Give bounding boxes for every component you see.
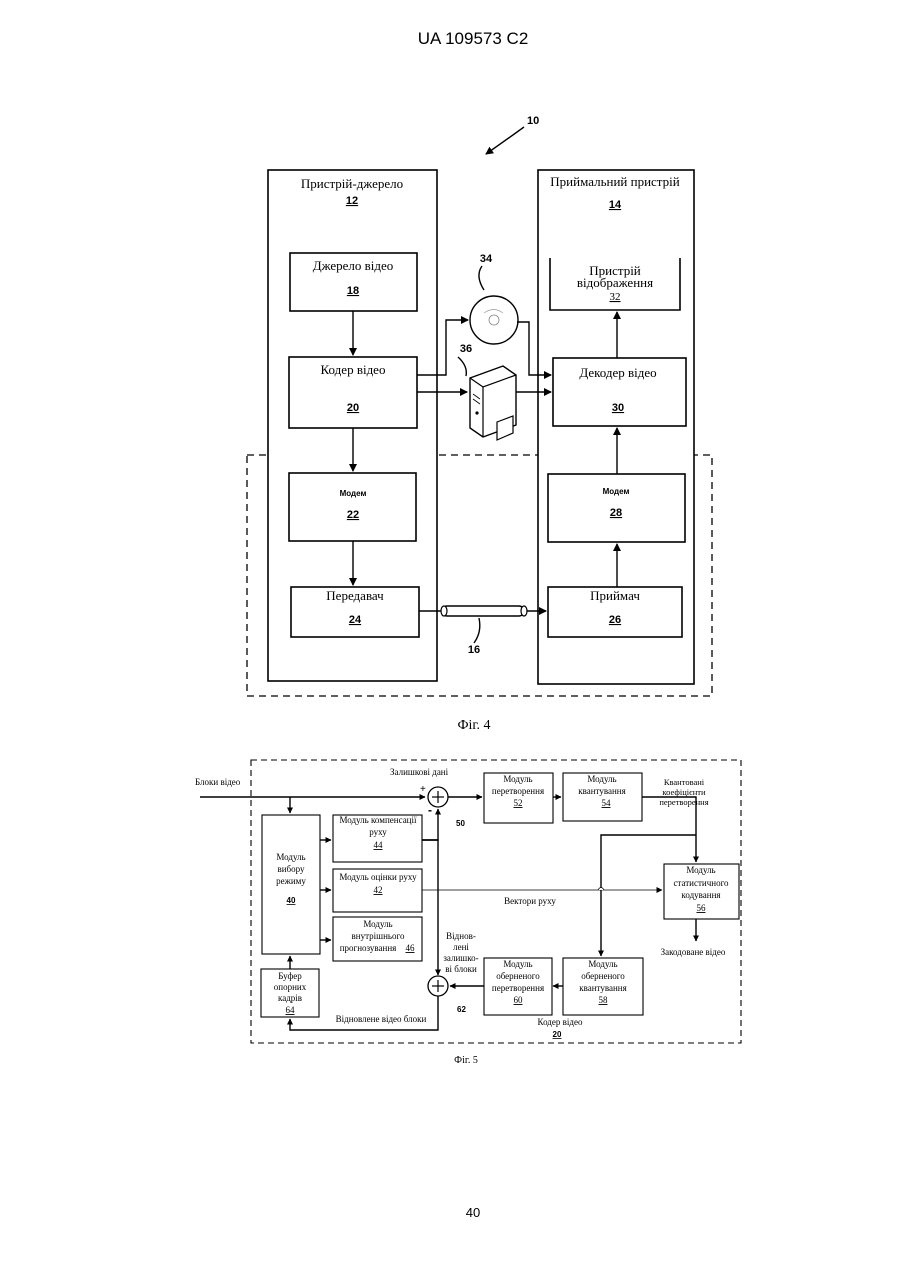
file-server-leader <box>458 357 466 376</box>
transform-label-line1: Модуль <box>503 774 532 784</box>
video-encoder-num: 20 <box>347 402 359 414</box>
inv-quant-line2: оберненого <box>581 971 625 981</box>
encoder-label: Кодер відео <box>538 1017 583 1027</box>
ref-10-label: 10 <box>527 115 539 127</box>
inv-quant-line1: Модуль <box>588 959 617 969</box>
motion-est-num: 42 <box>374 885 383 895</box>
transmitter-label: Передавач <box>326 588 384 603</box>
entropy-line1: Модуль <box>686 865 715 875</box>
motion-est-line1: Модуль оцінки руху <box>339 872 417 882</box>
recon-residual-line3: залишко- <box>443 953 478 963</box>
inv-transform-line3: перетворення <box>492 983 544 993</box>
recon-residual-line4: ві блоки <box>445 964 477 974</box>
quant-coeff-line3: перетворення <box>659 797 708 807</box>
inv-transform-line1: Модуль <box>503 959 532 969</box>
channel-leader <box>474 618 480 643</box>
entropy-num: 56 <box>697 903 707 913</box>
inv-transform-num: 60 <box>514 995 524 1005</box>
recon-residual-line1: Віднов- <box>446 931 476 941</box>
video-source-num: 18 <box>347 285 359 297</box>
mode-select-line2: вибору <box>277 864 305 874</box>
motion-comp-line1: Модуль компенсації <box>339 815 417 825</box>
mode-select-line1: Модуль <box>276 852 305 862</box>
modem-tx-label: Модем <box>340 489 367 498</box>
ref-buffer-num: 64 <box>286 1005 296 1015</box>
quant-label-line1: Модуль <box>587 774 616 784</box>
channel-cable-icon <box>441 606 527 616</box>
quant-num: 54 <box>602 798 612 808</box>
transform-label-line2: перетворення <box>492 786 544 796</box>
modem-rx-num: 28 <box>610 507 622 519</box>
ref-buffer-line3: кадрів <box>278 993 302 1003</box>
receiver-label: Приймач <box>590 588 640 603</box>
motion-vectors-label: Вектори руху <box>504 896 556 906</box>
entropy-line2: статистичного <box>673 878 729 888</box>
source-device-num: 12 <box>346 195 358 207</box>
intra-line2: внутрішнього <box>352 931 405 941</box>
destination-device-title: Приймальний пристрій <box>550 174 679 189</box>
ref-buffer-line1: Буфер <box>278 971 302 981</box>
arrow-prediction-to-bottom-adder <box>422 840 438 975</box>
document-id: UA 109573 C2 <box>418 29 529 48</box>
figure-4-caption: Фіг. 4 <box>457 718 490 733</box>
adder-top-plus-sign: + <box>420 784 426 795</box>
video-source-label: Джерело відео <box>313 258 394 273</box>
storage-medium-disc-icon <box>470 296 518 344</box>
transform-num: 52 <box>514 798 523 808</box>
transmitter-num: 24 <box>349 614 362 626</box>
adder-top-num: 50 <box>456 819 465 828</box>
entropy-line3: кодування <box>681 890 720 900</box>
adder-top-minus-sign: - <box>428 803 432 817</box>
video-decoder-num: 30 <box>612 402 624 414</box>
destination-device-num: 14 <box>609 199 622 211</box>
modem-rx-label: Модем <box>603 487 630 496</box>
intra-num: 46 <box>406 943 416 953</box>
intra-line1: Модуль <box>363 919 392 929</box>
page-number: 40 <box>466 1205 480 1220</box>
ref-10-arrow <box>486 127 524 154</box>
input-video-blocks-label: Блоки відео <box>195 777 241 787</box>
recon-video-label: Відновлене відео блоки <box>336 1014 427 1024</box>
figure-5-caption: Фіг. 5 <box>454 1055 478 1066</box>
recon-residual-line2: лені <box>453 942 469 952</box>
inv-quant-line3: квантування <box>579 983 627 993</box>
file-server-icon <box>470 366 516 440</box>
figure-5: Блоки відео + - 50 Залишкові дані Модуль… <box>195 760 741 1066</box>
inv-quant-num: 58 <box>599 995 609 1005</box>
encoded-video-label: Закодоване відео <box>661 947 726 957</box>
video-encoder-label: Кодер відео <box>321 362 386 377</box>
residual-data-label: Залишкові дані <box>390 767 449 777</box>
mode-select-line3: режиму <box>276 876 306 886</box>
source-device-title: Пристрій-джерело <box>301 176 403 191</box>
video-decoder-label: Декодер відео <box>579 365 656 380</box>
display-num: 32 <box>610 291 621 303</box>
intra-line3: прогнозування <box>340 943 397 953</box>
motion-comp-num: 44 <box>374 840 384 850</box>
modem-tx-box <box>289 473 416 541</box>
quant-coeff-line1: Квантовані <box>664 777 705 787</box>
display-label-line2: відображення <box>577 275 653 290</box>
ref-buffer-line2: опорних <box>274 982 307 992</box>
receiver-num: 26 <box>609 614 621 626</box>
channel-num: 16 <box>468 644 480 656</box>
motion-comp-line2: руху <box>369 827 387 837</box>
figure-4: 10 Пристрій-джерело 12 Приймальний прист… <box>247 115 712 733</box>
encoder-num: 20 <box>553 1030 562 1039</box>
modem-tx-num: 22 <box>347 509 359 521</box>
quant-label-line2: квантування <box>578 786 626 796</box>
storage-medium-num: 34 <box>480 253 493 265</box>
storage-medium-leader <box>479 266 484 290</box>
mode-select-num: 40 <box>287 896 296 905</box>
file-server-num: 36 <box>460 343 472 355</box>
adder-bottom-num: 62 <box>457 1005 466 1014</box>
line-crossover <box>598 888 604 891</box>
quant-coeff-line2: коефіцієнти <box>662 787 706 797</box>
inv-transform-line2: оберненого <box>496 971 540 981</box>
